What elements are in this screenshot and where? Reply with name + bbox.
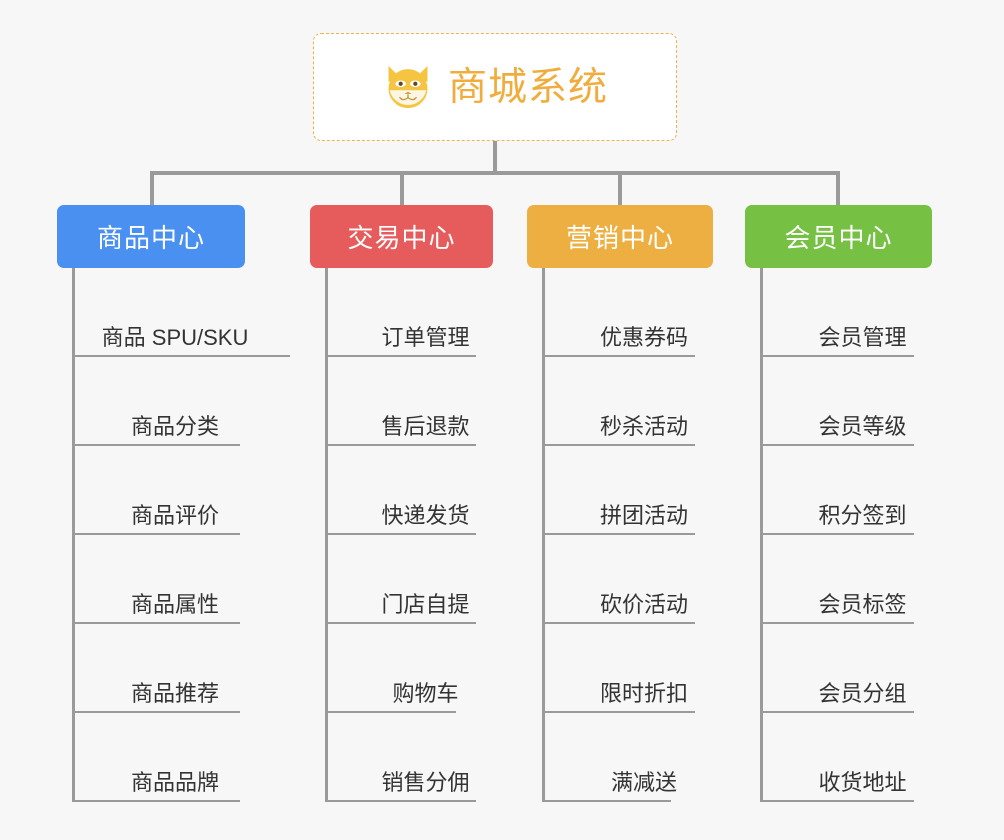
leaf-underline [545,711,695,713]
branch-header-label: 商品中心 [96,223,205,253]
branch-column-3: 营销中心 优惠券码 秒杀活动 拼团活动 砍价活动 限时折扣 满减送 [527,205,713,802]
leaf-label: 优惠券码 [599,325,688,350]
list-item[interactable]: 优惠券码 [545,268,713,357]
leaf-underline [545,622,695,624]
list-item[interactable]: 购物车 [328,624,493,713]
leaf-label: 砍价活动 [599,592,688,617]
leaf-label: 会员管理 [818,325,907,350]
leaf-label: 满减送 [610,770,677,795]
list-item[interactable]: 收货地址 [763,713,932,802]
leaf-label: 积分签到 [818,503,907,528]
leaf-label: 商品属性 [130,592,219,617]
leaf-underline [328,711,456,713]
leaf-underline [763,711,914,713]
list-item[interactable]: 商品评价 [75,446,245,535]
leaf-underline [75,800,240,802]
branch-header-label: 会员中心 [784,223,893,253]
leaf-underline [545,533,695,535]
list-item[interactable]: 秒杀活动 [545,357,713,446]
shiba-dog-face-icon [388,65,428,112]
leaf-underline [763,800,914,802]
leaf-underline [75,711,240,713]
list-item[interactable]: 快递发货 [328,446,493,535]
leaf-label: 售后退款 [381,414,470,439]
leaf-label: 会员等级 [818,414,907,439]
leaf-underline [545,444,695,446]
list-item[interactable]: 商品属性 [75,535,245,624]
list-item[interactable]: 会员等级 [763,357,932,446]
leaf-label: 商品品牌 [130,770,219,795]
leaf-label: 门店自提 [381,592,470,617]
leaf-label: 销售分佣 [381,770,470,795]
branch-leaf-list-3: 优惠券码 秒杀活动 拼团活动 砍价活动 限时折扣 满减送 [542,268,713,802]
connector-drop-4 [836,171,840,205]
branch-leaf-list-2: 订单管理 售后退款 快递发货 门店自提 购物车 销售分佣 [325,268,493,802]
root-title: 商城系统 [447,65,608,109]
leaf-label: 商品分类 [130,414,219,439]
connector-drop-3 [618,171,622,205]
list-item[interactable]: 商品 SPU/SKU [75,268,290,357]
leaf-underline [75,444,240,446]
list-item[interactable]: 积分签到 [763,446,932,535]
leaf-underline [328,533,476,535]
leaf-label: 订单管理 [381,325,470,350]
leaf-underline [328,800,476,802]
branch-leaf-list-1: 商品 SPU/SKU 商品分类 商品评价 商品属性 商品推荐 商品品牌 [72,268,290,802]
branch-header-4[interactable]: 会员中心 [745,205,932,268]
leaf-underline [763,533,914,535]
branch-column-1: 商品中心 商品 SPU/SKU 商品分类 商品评价 商品属性 商品推荐 商品品牌 [57,205,290,802]
list-item[interactable]: 会员标签 [763,535,932,624]
branch-header-2[interactable]: 交易中心 [310,205,493,268]
branch-header-3[interactable]: 营销中心 [527,205,713,268]
list-item[interactable]: 商品分类 [75,357,245,446]
branch-leaf-list-4: 会员管理 会员等级 积分签到 会员标签 会员分组 收货地址 [760,268,932,802]
list-item[interactable]: 商品推荐 [75,624,245,713]
branch-header-label: 交易中心 [347,223,456,253]
leaf-underline [328,622,476,624]
leaf-underline [763,444,914,446]
list-item[interactable]: 门店自提 [328,535,493,624]
leaf-underline [545,355,695,357]
root-node[interactable]: 商城系统 [313,33,677,141]
connector-root-stem [493,141,497,175]
list-item[interactable]: 售后退款 [328,357,493,446]
list-item[interactable]: 销售分佣 [328,713,493,802]
leaf-label: 商品推荐 [130,681,219,706]
leaf-underline [75,533,240,535]
leaf-underline [75,622,240,624]
leaf-label: 快递发货 [381,503,470,528]
list-item[interactable]: 限时折扣 [545,624,713,713]
leaf-underline [763,622,914,624]
branch-column-4: 会员中心 会员管理 会员等级 积分签到 会员标签 会员分组 收货地址 [745,205,932,802]
list-item[interactable]: 拼团活动 [545,446,713,535]
leaf-underline [328,444,476,446]
leaf-label: 会员分组 [818,681,907,706]
list-item[interactable]: 满减送 [545,713,713,802]
leaf-underline [545,800,671,802]
leaf-underline [328,355,476,357]
branch-header-label: 营销中心 [565,223,674,253]
leaf-label: 商品 SPU/SKU [101,325,249,350]
branch-header-1[interactable]: 商品中心 [57,205,245,268]
leaf-label: 收货地址 [818,770,907,795]
list-item[interactable]: 会员管理 [763,268,932,357]
branch-column-2: 交易中心 订单管理 售后退款 快递发货 门店自提 购物车 销售分佣 [310,205,493,802]
connector-drop-1 [150,171,154,205]
list-item[interactable]: 商品品牌 [75,713,245,802]
leaf-label: 购物车 [392,681,459,706]
connector-horizontal-bus [150,171,840,175]
connector-drop-2 [400,171,404,205]
list-item[interactable]: 订单管理 [328,268,493,357]
leaf-underline [763,355,914,357]
leaf-label: 商品评价 [130,503,219,528]
leaf-label: 拼团活动 [599,503,688,528]
leaf-label: 限时折扣 [599,681,688,706]
leaf-label: 会员标签 [818,592,907,617]
leaf-label: 秒杀活动 [599,414,688,439]
list-item[interactable]: 砍价活动 [545,535,713,624]
list-item[interactable]: 会员分组 [763,624,932,713]
leaf-underline [75,355,290,357]
